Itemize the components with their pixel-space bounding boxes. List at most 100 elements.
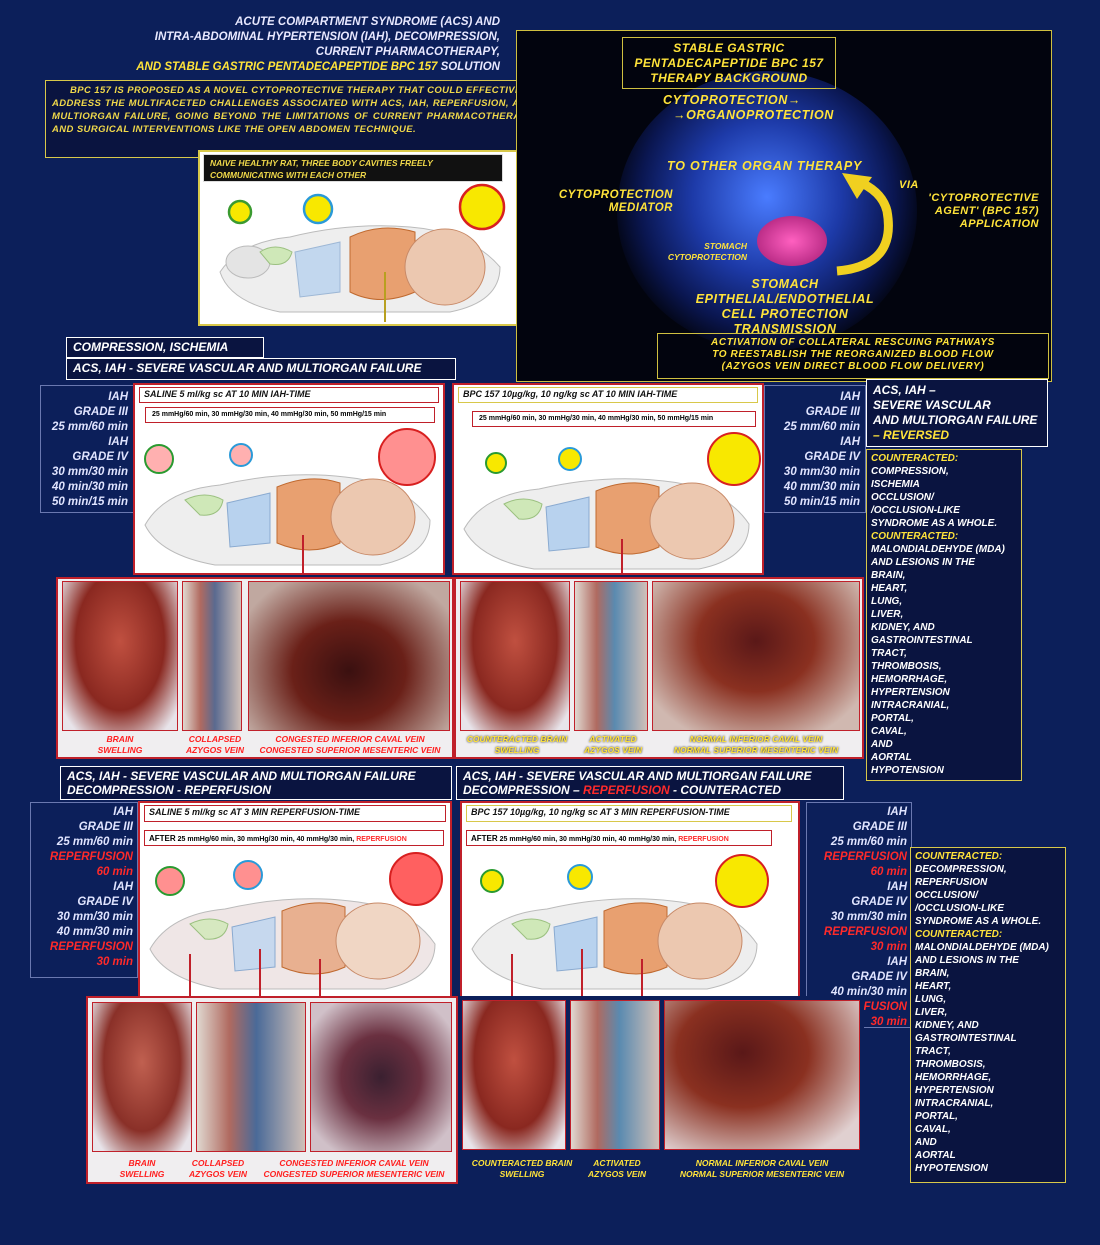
side-line: IAH (887, 806, 907, 818)
brain-cavity-circle (227, 199, 253, 225)
side-line: 25 mm/60 min (51, 421, 128, 433)
side-line: IAH (887, 956, 907, 968)
intro-text: BPC 157 IS PROPOSED AS A NOVEL CYTOPROTE… (52, 85, 534, 135)
counteracted-line: COUNTERACTED: (871, 531, 959, 542)
counteracted-line: SYNDROME AS A WHOLE. (871, 518, 998, 529)
decomp-left-label: ACS, IAH - SEVERE VASCULAR AND MULTIORGA… (60, 766, 452, 800)
counteracted-line: OCCLUSION/ (915, 890, 978, 901)
side-line: REPERFUSION (49, 851, 133, 863)
stomach-pink (757, 216, 827, 266)
cap-congested-veins: CONGESTED INFERIOR CAVAL VEIN CONGESTED … (263, 1158, 445, 1179)
row2-bpc-after: AFTER 25 mmHg/60 min, 30 mmHg/30 min, 40… (466, 830, 772, 846)
azygos-photo (182, 581, 242, 731)
counteracted-line: PORTAL, (871, 713, 914, 724)
bg-title-box: STABLE GASTRIC PENTADECAPEPTIDE BPC 157 … (622, 37, 836, 89)
side-line: REPERFUSION (823, 926, 907, 938)
cap-activated-azygos: ACTIVATED AZYGOS VEIN (587, 1158, 647, 1179)
side-line: IAH (113, 806, 133, 818)
counteracted-line: BRAIN, (915, 968, 950, 979)
row1-saline-panel: SALINE 5 ml/kg sc AT 10 MIN IAH-TIME 25 … (133, 383, 445, 575)
counteracted-line: HYPOTENSION (871, 765, 944, 776)
side-line: GRADE IV (72, 451, 128, 463)
counteracted-line: LUNG, (915, 994, 947, 1005)
row2-saline-panel: SALINE 5 ml/kg sc AT 3 MIN REPERFUSION-T… (138, 801, 452, 999)
counteracted-line: LIVER, (915, 1007, 948, 1018)
compression-label: COMPRESSION, ISCHEMIA (66, 337, 264, 358)
side-line: 30 min (96, 956, 133, 968)
cap-counteracted-brain: COUNTERACTED BRAIN SWELLING (471, 1158, 573, 1179)
counteracted-line: KIDNEY, AND (915, 1020, 979, 1031)
counteracted-line: HYPERTENSION (915, 1085, 994, 1096)
side-line: GRADE III (73, 406, 128, 418)
cap-collapsed-azygos: COLLAPSED AZYGOS VEIN (188, 1158, 248, 1179)
row2-saline-rat-illustration (149, 852, 443, 997)
activation-pathways: ACTIVATION OF COLLATERAL RESCUING PATHWA… (657, 333, 1049, 379)
counteracted-line: TRACT, (871, 648, 907, 659)
side-line: 30 mm/30 min (830, 911, 907, 923)
side-line: GRADE IV (851, 971, 907, 983)
row1-saline-rat-illustration (144, 428, 436, 573)
azygos-photo (196, 1002, 306, 1152)
cap-activated-azygos: ACTIVATED AZYGOS VEIN (583, 734, 643, 755)
naive-rat-panel: NAIVE HEALTHY RAT, THREE BODY CAVITIES F… (198, 150, 518, 326)
counteracted-line: AND LESIONS IN THE (915, 955, 1019, 966)
to-other-organ-therapy: TO OTHER ORGAN THERAPY (667, 159, 863, 173)
azygos-photo (570, 1000, 660, 1150)
counteracted-line: AORTAL (871, 752, 912, 763)
side-line: 25 mm/60 min (56, 836, 133, 848)
counteracted-line: AND LESIONS IN THE (871, 557, 975, 568)
counteracted-line: THROMBOSIS, (915, 1059, 986, 1070)
counteracted-line: TRACT, (915, 1046, 951, 1057)
caval-photo (664, 1000, 860, 1150)
row2-bpc-rat-illustration (471, 854, 769, 997)
side-line: IAH (887, 881, 907, 893)
counteracted-line: DECOMPRESSION, (915, 864, 1007, 875)
counteracted-line: LIVER, (871, 609, 904, 620)
counteracted-line: ISCHEMIA (871, 479, 920, 490)
intro-box: BPC 157 IS PROPOSED AS A NOVEL CYTOPROTE… (45, 80, 541, 158)
counteracted-line: HYPERTENSION (871, 687, 950, 698)
row2-bpc-label: BPC 157 10µg/kg, 10 ng/kg sc AT 3 MIN RE… (466, 805, 792, 822)
side-line: 50 min/15 min (51, 496, 128, 508)
counteracted-line: HEART, (915, 981, 952, 992)
counteracted-line: HYPOTENSION (915, 1163, 988, 1174)
side-line: 30 mm/30 min (783, 466, 860, 478)
side-line: IAH (840, 436, 860, 448)
brain-photo (92, 1002, 192, 1152)
counteracted-line: GASTROINTESTINAL (871, 635, 973, 646)
counteracted-line: MALONDIALDEHYDE (MDA) (871, 544, 1005, 555)
counteracted-line: HEMORRHAGE, (915, 1072, 992, 1083)
caval-photo (248, 581, 450, 731)
via-agent-application: VIA 'CYTOPROTECTIVE AGENT' (BPC 157) APP… (899, 179, 1039, 230)
cap-normal-veins: NORMAL INFERIOR CAVAL VEIN NORMAL SUPERI… (673, 734, 839, 755)
cap-normal-veins: NORMAL INFERIOR CAVAL VEIN NORMAL SUPERI… (679, 1158, 845, 1179)
counteracted-line: PORTAL, (915, 1111, 958, 1122)
side-line: GRADE IV (77, 896, 133, 908)
counteracted-line: COUNTERACTED: (915, 929, 1003, 940)
thorax-cavity-circle (302, 193, 334, 225)
cytoprotection-organoprotection: CYTOPROTECTION→ →ORGANOPROTECTION (663, 93, 834, 122)
row1-saline-label: SALINE 5 ml/kg sc AT 10 MIN IAH-TIME (139, 387, 439, 403)
counteracted-line: BRAIN, (871, 570, 906, 581)
side-line: REPERFUSION (823, 851, 907, 863)
side-line: IAH (840, 391, 860, 403)
naive-label: NAIVE HEALTHY RAT, THREE BODY CAVITIES F… (203, 154, 503, 182)
cap-congested-veins: CONGESTED INFERIOR CAVAL VEIN CONGESTED … (259, 734, 441, 755)
row2-bpc-photos: COUNTERACTED BRAIN SWELLING ACTIVATED AZ… (458, 996, 864, 1184)
side-line: GRADE III (78, 821, 133, 833)
counteracted-line: SYNDROME AS A WHOLE. (915, 916, 1042, 927)
counteracted-line: MALONDIALDEHYDE (MDA) (915, 942, 1049, 953)
counteracted-line: GASTROINTESTINAL (915, 1033, 1017, 1044)
counteracted-line: /OCCLUSION-LIKE (915, 903, 1004, 914)
counteracted-line: THROMBOSIS, (871, 661, 942, 672)
abdomen-cavity-circle (458, 183, 506, 231)
cytoprotection-mediator: CYTOPROTECTION MEDIATOR (558, 189, 673, 214)
row1-saline-photos: BRAIN SWELLING COLLAPSED AZYGOS VEIN CON… (56, 577, 454, 759)
side-line: 30 min (870, 1016, 907, 1028)
row1-bpc-photos: COUNTERACTED BRAIN SWELLING ACTIVATED AZ… (454, 577, 864, 759)
